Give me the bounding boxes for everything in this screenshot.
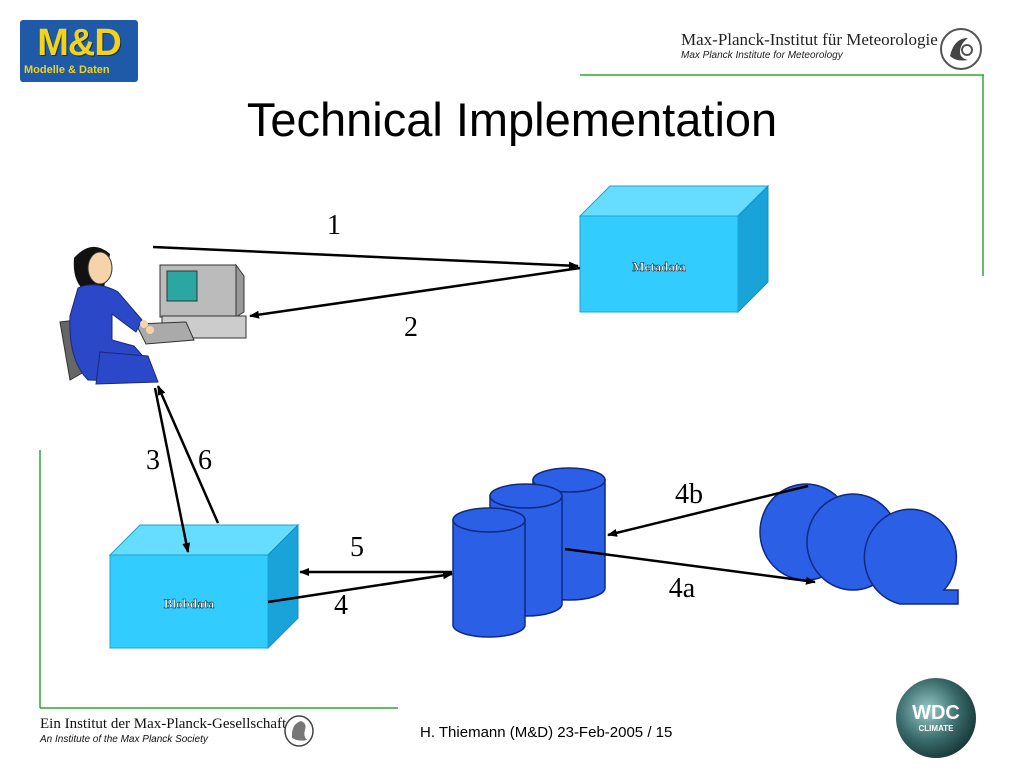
arrow-label-5: 5 xyxy=(350,532,364,563)
arrow-4b xyxy=(607,484,809,537)
md-logo: M&D Modelle & Daten xyxy=(20,20,138,82)
slide-title: Technical Implementation xyxy=(246,93,778,146)
wdc-logo-subtext: CLIMATE xyxy=(918,724,954,733)
md-logo-subtext: Modelle & Daten xyxy=(24,64,110,76)
arrow-4a xyxy=(564,547,816,585)
md-logo-text: M&D xyxy=(37,22,122,64)
arrow-label-2: 2 xyxy=(404,312,418,343)
wdc-logo-text: WDC xyxy=(912,702,960,724)
user-at-computer-icon xyxy=(59,246,247,385)
arrow-1 xyxy=(152,245,579,270)
disk-cylinder xyxy=(452,507,526,638)
wdc-climate-logo: WDC CLIMATE xyxy=(896,678,976,758)
arrow-label-6: 6 xyxy=(198,445,212,476)
metadata-label: Metadata xyxy=(632,259,686,274)
tape-archive-reels xyxy=(759,483,959,605)
minerva-emblem-icon xyxy=(284,715,314,747)
arrow-label-3: 3 xyxy=(146,445,160,476)
arrow-label-4b: 4b xyxy=(675,479,703,510)
footer-author-date-page: H. Thiemann (M&D) 23-Feb-2005 / 15 xyxy=(420,724,673,741)
institute-name-en: Max Planck Institute for Meteorology xyxy=(681,50,843,61)
disk-storage-cylinders xyxy=(452,467,606,638)
tape-reel xyxy=(863,508,959,605)
arrow-4 xyxy=(267,571,453,604)
blobdata-cube xyxy=(108,523,300,650)
arrow-label-4a: 4a xyxy=(669,573,696,604)
arrow-3 xyxy=(153,387,191,553)
footer-society-en: An Institute of the Max Planck Society xyxy=(40,734,208,745)
arrows xyxy=(152,245,816,604)
arrow-6 xyxy=(156,385,220,524)
metadata-cube xyxy=(578,184,770,314)
footer-society-de: Ein Institut der Max-Planck-Gesellschaft xyxy=(40,716,287,732)
arrow-2 xyxy=(249,266,581,319)
mpi-emblem-icon xyxy=(940,28,982,70)
institute-name: Max-Planck-Institut für Meteorologie xyxy=(681,30,938,49)
arrow-label-4: 4 xyxy=(334,590,348,621)
blobdata-label: Blobdata xyxy=(164,596,215,611)
arrow-label-1: 1 xyxy=(327,210,341,241)
